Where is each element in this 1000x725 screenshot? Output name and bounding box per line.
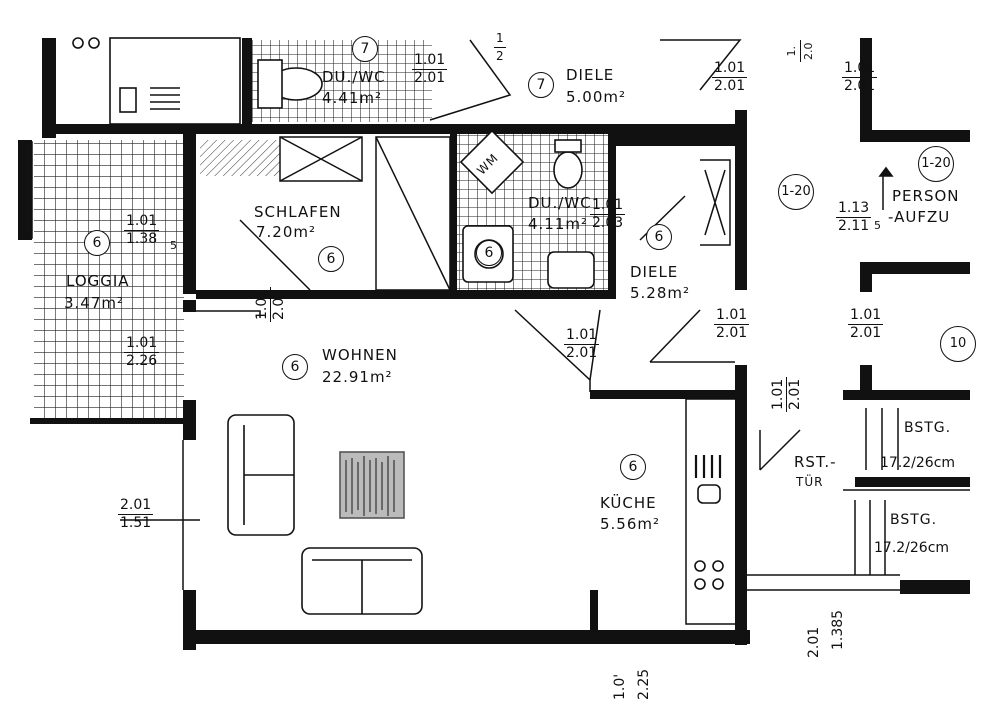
corridor-number-a: 1-20 bbox=[778, 174, 814, 210]
elevator-dim-suffix: 5 bbox=[874, 219, 881, 232]
room-number-kuche: 6 bbox=[620, 454, 646, 480]
dim-bottom-c: 1.0' bbox=[612, 673, 628, 700]
loggia-area: 3.47m² bbox=[64, 294, 125, 312]
dim-bottom-a: 2.01 bbox=[806, 626, 822, 658]
walls bbox=[18, 38, 970, 650]
corridor-number-b: 1-20 bbox=[918, 146, 954, 182]
diele-mid-area: 5.28m² bbox=[630, 284, 691, 302]
rst-line1: RST.- bbox=[794, 453, 837, 471]
dim-bottom-d: 2.25 bbox=[636, 668, 652, 700]
loggia-name: LOGGIA bbox=[66, 272, 130, 290]
room-number-diele-top: 7 bbox=[528, 72, 554, 98]
kuche-name: KÜCHE bbox=[600, 494, 657, 512]
diele-mid-name: DIELE bbox=[630, 263, 679, 281]
room-number-duwc-mid: 6 bbox=[476, 240, 502, 266]
schlafen-wardrobe-hatch bbox=[200, 140, 280, 176]
elevator-line1: PERSON bbox=[892, 187, 960, 205]
dim-top-edge: 1.2.0 bbox=[784, 40, 815, 62]
loggia-floor bbox=[34, 140, 184, 420]
schlafen-area: 7.20m² bbox=[256, 223, 317, 241]
diele-top-area: 5.00m² bbox=[566, 88, 627, 106]
thin-lines bbox=[23, 39, 970, 625]
room-number-duwc-top: 7 bbox=[352, 36, 378, 62]
rst-line2: TÜR bbox=[796, 475, 824, 489]
duwc-top-name: DU./WC bbox=[322, 68, 386, 86]
room-number-loggia: 6 bbox=[84, 230, 110, 256]
kuche-area: 5.56m² bbox=[600, 515, 661, 533]
diele-top-name: DIELE bbox=[566, 66, 615, 84]
stairs-label-b: BSTG. bbox=[890, 512, 938, 528]
wohnen-area: 22.91m² bbox=[322, 368, 393, 386]
room-number-diele-mid: 6 bbox=[646, 224, 672, 250]
stairs-label-a: BSTG. bbox=[904, 420, 952, 436]
elevator-line2: -AUFZU bbox=[888, 208, 951, 226]
duwc-top-area: 4.41m² bbox=[322, 89, 383, 107]
duwc-mid-area: 4.11m² bbox=[528, 215, 589, 233]
corridor-number-c: 10 bbox=[940, 326, 976, 362]
schlafen-name: SCHLAFEN bbox=[254, 203, 342, 221]
room-number-schlafen: 6 bbox=[318, 246, 344, 272]
wohnen-name: WOHNEN bbox=[322, 346, 398, 364]
dim-bottom-b: 1.385 bbox=[830, 609, 846, 650]
duwc-mid-name: DU./WC bbox=[528, 194, 592, 212]
dim-loggia-a-suffix: 5 bbox=[170, 239, 177, 252]
room-number-wohnen: 6 bbox=[282, 354, 308, 380]
stairs-dim-a: 17.2/26cm bbox=[880, 455, 956, 471]
stairs-dim-b: 17.2/26cm bbox=[874, 540, 950, 556]
